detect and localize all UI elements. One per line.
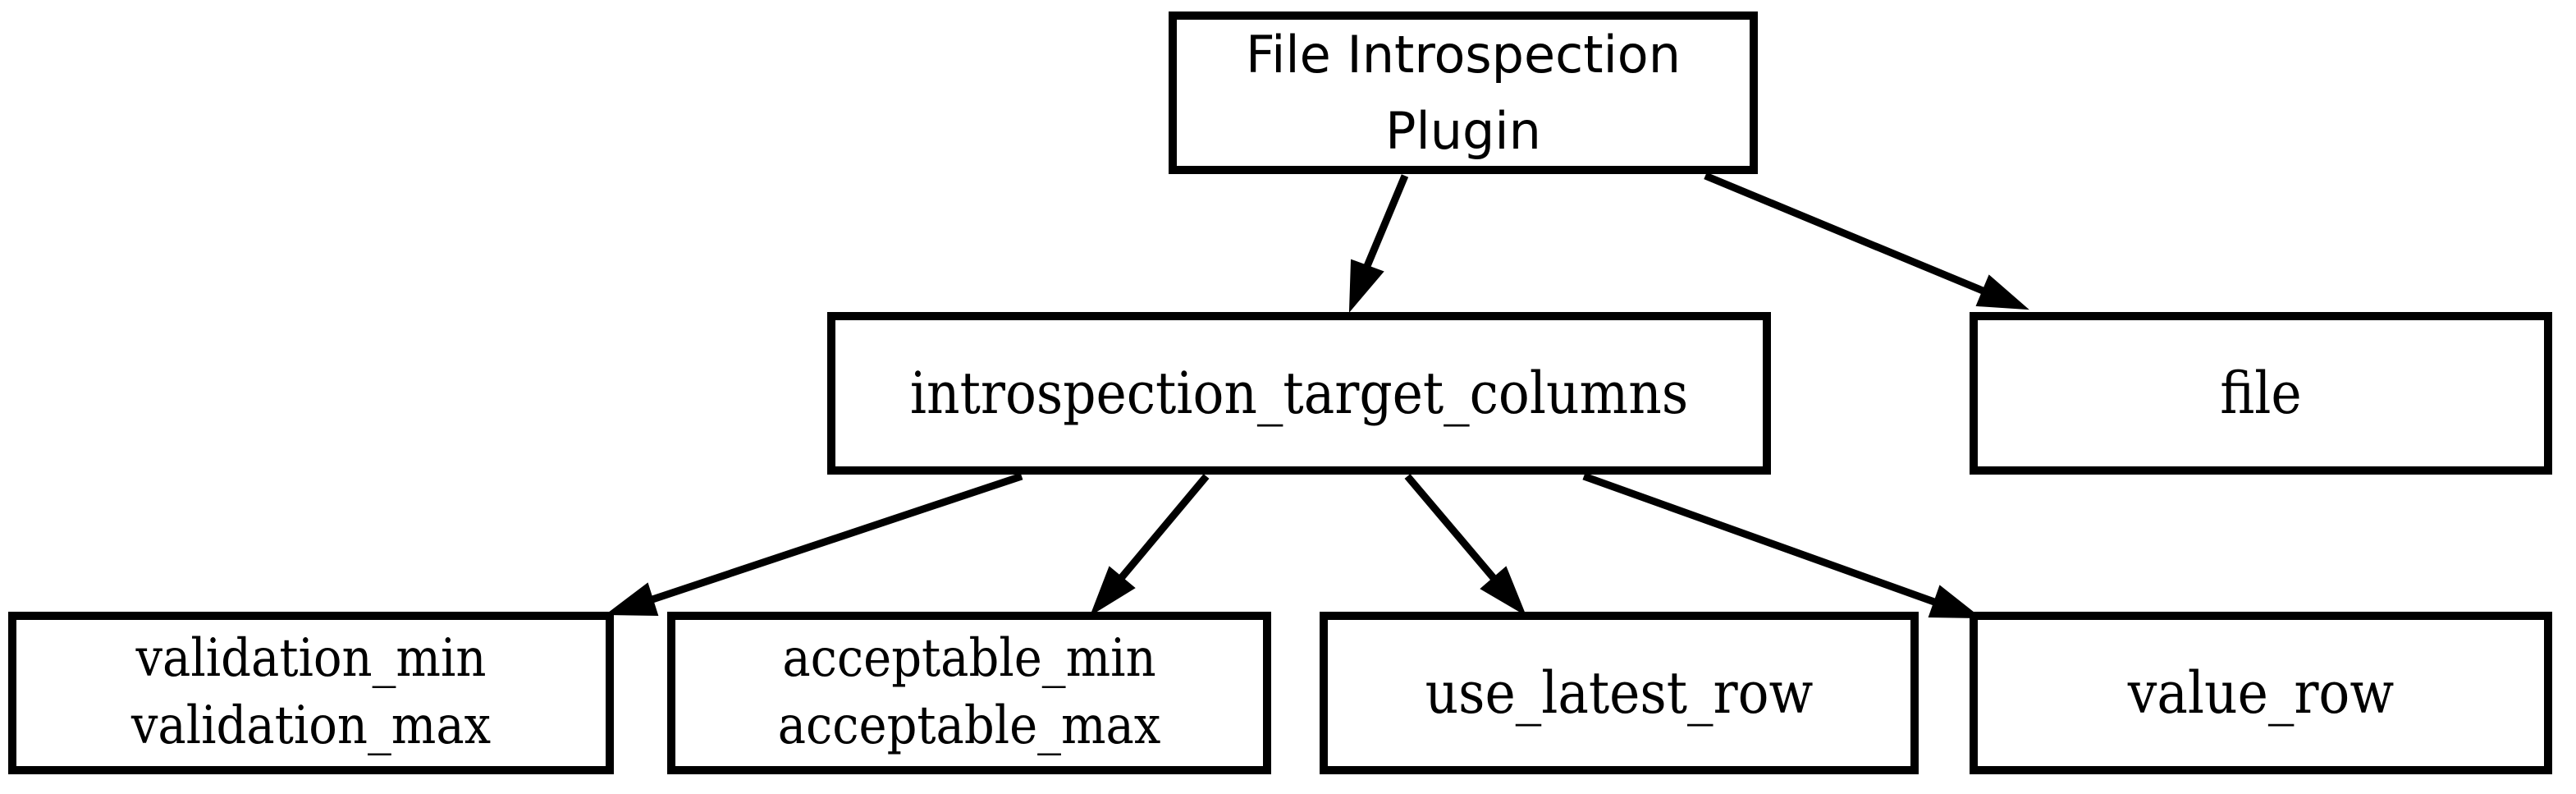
arrowhead-icon <box>1975 274 2029 310</box>
arrowhead-icon <box>1480 566 1527 617</box>
edge-itc-to-use-latest-row <box>1404 474 1527 617</box>
node-use-latest-row: use_latest_row <box>1320 612 1919 774</box>
edge-line <box>651 472 1023 604</box>
edge-plugin-to-introspection-target-columns <box>1348 174 1409 313</box>
arrowhead-icon <box>605 582 659 617</box>
node-introspection-target-columns: introspection_target_columns <box>827 312 1771 475</box>
node-file: file <box>1970 312 2552 475</box>
edge-itc-to-acceptable <box>1089 474 1210 617</box>
node-label: acceptable_max <box>777 695 1161 756</box>
node-label: introspection_target_columns <box>909 360 1689 427</box>
arrowhead-icon <box>1928 585 1982 619</box>
edge-itc-to-value-row <box>1582 472 1982 619</box>
edge-line <box>1582 472 1936 606</box>
node-label: file <box>2220 360 2302 427</box>
node-label: value_row <box>2127 659 2395 727</box>
node-label: validation_max <box>130 695 492 756</box>
node-label: Plugin <box>1385 101 1541 161</box>
node-label: acceptable_min <box>782 628 1156 690</box>
node-file-introspection-plugin: File Introspection Plugin <box>1169 11 1758 174</box>
edge-line <box>1404 474 1497 581</box>
node-validation-min-max: validation_min validation_max <box>8 612 614 774</box>
node-label: use_latest_row <box>1425 659 1814 727</box>
edge-line <box>1119 474 1210 580</box>
edge-line <box>1704 172 1984 295</box>
arrowhead-icon <box>1089 566 1136 617</box>
edge-plugin-to-file <box>1704 172 2029 310</box>
edge-itc-to-validation <box>605 472 1023 617</box>
node-acceptable-min-max: acceptable_min acceptable_max <box>667 612 1271 774</box>
arrowhead-icon <box>1348 259 1384 313</box>
node-value-row: value_row <box>1970 612 2552 774</box>
node-label: validation_min <box>135 628 487 690</box>
node-label: File Introspection <box>1245 25 1681 85</box>
edge-line <box>1363 174 1409 268</box>
